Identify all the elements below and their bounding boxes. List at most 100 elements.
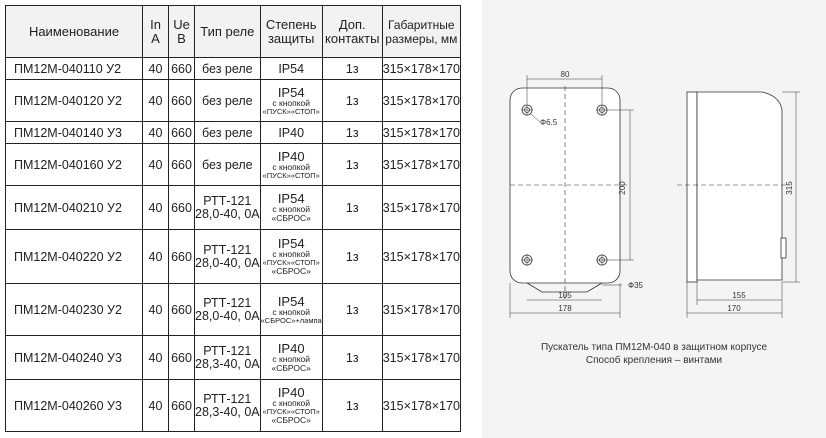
cell-voltage: 660 bbox=[168, 185, 195, 230]
cell-dimensions: 315×178×170 bbox=[381, 379, 461, 432]
cell-relay: РТТ-121 28,0-40, 0А bbox=[194, 283, 261, 336]
cell-contacts: 1з bbox=[321, 79, 383, 122]
cell-voltage: 660 bbox=[168, 121, 195, 144]
protection-buttons: «СБРОС» bbox=[271, 363, 311, 373]
relay-range: 28,3-40, 0А bbox=[195, 404, 260, 419]
cell-dimensions: 315×178×170 bbox=[381, 79, 461, 122]
cell-voltage: 660 bbox=[168, 143, 195, 186]
header-dimensions-l2: размеры, мм bbox=[385, 31, 458, 46]
relay-type: РТТ-121 bbox=[203, 295, 252, 310]
relay-type: РТТ-121 bbox=[203, 242, 252, 257]
header-name: Наименование bbox=[5, 5, 143, 58]
header-protection-l1: Степень bbox=[265, 16, 317, 32]
cell-current: 40 bbox=[142, 185, 169, 230]
cell-protection: IP40 с кнопкой «ПУСК»«СТОП» bbox=[259, 143, 323, 186]
cell-model: ПМ12М-040160 У2 bbox=[5, 143, 143, 186]
dim-315-label: 315 bbox=[785, 181, 794, 195]
cell-relay: РТТ-121 28,3-40, 0А bbox=[194, 379, 261, 432]
table-row: ПМ12М-040230 У2 40 660 РТТ-121 28,0-40, … bbox=[5, 283, 461, 336]
protection-note: с кнопкой bbox=[272, 354, 311, 364]
protection-note: с кнопкой bbox=[272, 97, 311, 108]
dim-200-label: 200 bbox=[618, 181, 627, 195]
table-row: ПМ12М-040260 У3 40 660 РТТ-121 28,3-40, … bbox=[5, 379, 461, 432]
cell-protection: IP54 с кнопкой «СБРОС»+лампа bbox=[259, 283, 323, 336]
cell-dimensions: 315×178×170 bbox=[381, 121, 461, 144]
mount-hole-bl-icon bbox=[521, 254, 533, 266]
cell-relay: без реле bbox=[194, 57, 261, 80]
protection-buttons: «ПУСК»«СТОП» bbox=[262, 258, 320, 267]
header-protection: Степень защиты bbox=[259, 5, 323, 58]
cell-current: 40 bbox=[142, 79, 169, 122]
cell-relay: РТТ-121 28,3-40, 0А bbox=[194, 335, 261, 380]
header-dimensions: Габаритные размеры, мм bbox=[381, 5, 461, 58]
cell-dimensions: 315×178×170 bbox=[381, 57, 461, 80]
protection-note: с кнопкой bbox=[272, 249, 311, 259]
cell-contacts: 1з bbox=[321, 229, 383, 284]
cell-dimensions: 315×178×170 bbox=[381, 185, 461, 230]
header-voltage-l1: Ue bbox=[173, 16, 190, 32]
cell-relay: РТТ-121 28,0-40, 0А bbox=[194, 185, 261, 230]
cell-dimensions: 315×178×170 bbox=[381, 143, 461, 186]
cell-current: 40 bbox=[142, 283, 169, 336]
cell-relay: РТТ-121 28,0-40, 0А bbox=[194, 229, 261, 284]
relay-type: РТТ-121 bbox=[203, 193, 252, 208]
header-current: In A bbox=[142, 5, 169, 58]
cell-contacts: 1з bbox=[321, 185, 383, 230]
cell-voltage: 660 bbox=[168, 57, 195, 80]
header-current-l1: In bbox=[150, 16, 161, 32]
table-row: ПМ12М-040160 У2 40 660 без реле IP40 с к… bbox=[5, 143, 461, 186]
protection-note: с кнопкой bbox=[272, 398, 311, 408]
cell-relay: без реле bbox=[194, 79, 261, 122]
enclosure-drawing: 80 Ф6.5 200 Ф35 105 178 315 bbox=[509, 70, 800, 318]
cell-current: 40 bbox=[142, 121, 169, 144]
protection-buttons: «СБРОС»+лампа bbox=[260, 315, 322, 325]
relay-range: 28,0-40, 0А bbox=[195, 206, 260, 221]
cell-current: 40 bbox=[142, 143, 169, 186]
cell-voltage: 660 bbox=[168, 79, 195, 122]
protection-buttons: «ПУСК»«СТОП» bbox=[262, 106, 320, 116]
protection-buttons: «ПУСК»«СТОП» bbox=[262, 407, 320, 416]
protection-buttons: «ПУСК»«СТОП» bbox=[262, 170, 320, 180]
header-voltage-l2: B bbox=[177, 30, 186, 46]
dim-170-label: 170 bbox=[727, 304, 741, 313]
mount-hole-br-icon bbox=[596, 254, 608, 266]
cell-current: 40 bbox=[142, 57, 169, 80]
header-voltage: Ue B bbox=[168, 5, 195, 58]
relay-range: 28,3-40, 0А bbox=[195, 356, 260, 371]
cell-current: 40 bbox=[142, 229, 169, 284]
relay-type: РТТ-121 bbox=[203, 391, 252, 406]
header-contacts: Доп. контакты bbox=[321, 5, 383, 58]
cell-relay: без реле bbox=[194, 121, 261, 144]
relay-range: 28,0-40, 0А bbox=[195, 255, 260, 270]
gland-diameter-label: Ф35 bbox=[628, 281, 644, 290]
cell-protection: IP54 с кнопкой «ПУСК»«СТОП» «СБРОС» bbox=[259, 229, 323, 284]
cell-model: ПМ12М-040220 У2 bbox=[5, 229, 143, 284]
specs-table: Наименование In A Ue B Тип реле Степень … bbox=[5, 5, 461, 432]
protection-reset: «СБРОС» bbox=[271, 266, 311, 276]
table-row: ПМ12М-040120 У2 40 660 без реле IP54 с к… bbox=[5, 79, 461, 122]
cell-model: ПМ12М-040260 У3 bbox=[5, 379, 143, 432]
cell-voltage: 660 bbox=[168, 229, 195, 284]
protection-note: с кнопкой bbox=[272, 306, 311, 317]
cell-model: ПМ12М-040210 У2 bbox=[5, 185, 143, 230]
cell-contacts: 1з bbox=[321, 335, 383, 380]
protection-ip: IP54 bbox=[277, 293, 305, 309]
cell-contacts: 1з bbox=[321, 143, 383, 186]
dim-178-label: 178 bbox=[558, 304, 572, 313]
header-dimensions-l1: Габаритные bbox=[388, 17, 455, 32]
protection-ip: IP40 bbox=[277, 385, 305, 400]
relay-type: РТТ-121 bbox=[203, 343, 252, 358]
cell-voltage: 660 bbox=[168, 379, 195, 432]
cell-relay: без реле bbox=[194, 143, 261, 186]
header-protection-l2: защиты bbox=[267, 30, 315, 46]
enclosure-side-cover bbox=[696, 91, 783, 281]
drawing-caption-line1: Пускатель типа ПМ12М-040 в защитном корп… bbox=[540, 342, 768, 353]
drawing-caption-line2: Способ крепления – винтами bbox=[585, 355, 723, 366]
cell-contacts: 1з bbox=[321, 379, 383, 432]
header-contacts-l2: контакты bbox=[325, 30, 380, 46]
cell-model: ПМ12М-040110 У2 bbox=[5, 57, 143, 80]
hole-diameter-label: Ф6.5 bbox=[540, 118, 558, 127]
header-contacts-l1: Доп. bbox=[338, 16, 366, 32]
cell-model: ПМ12М-040140 У3 bbox=[5, 121, 143, 144]
header-relay: Тип реле bbox=[194, 5, 261, 58]
